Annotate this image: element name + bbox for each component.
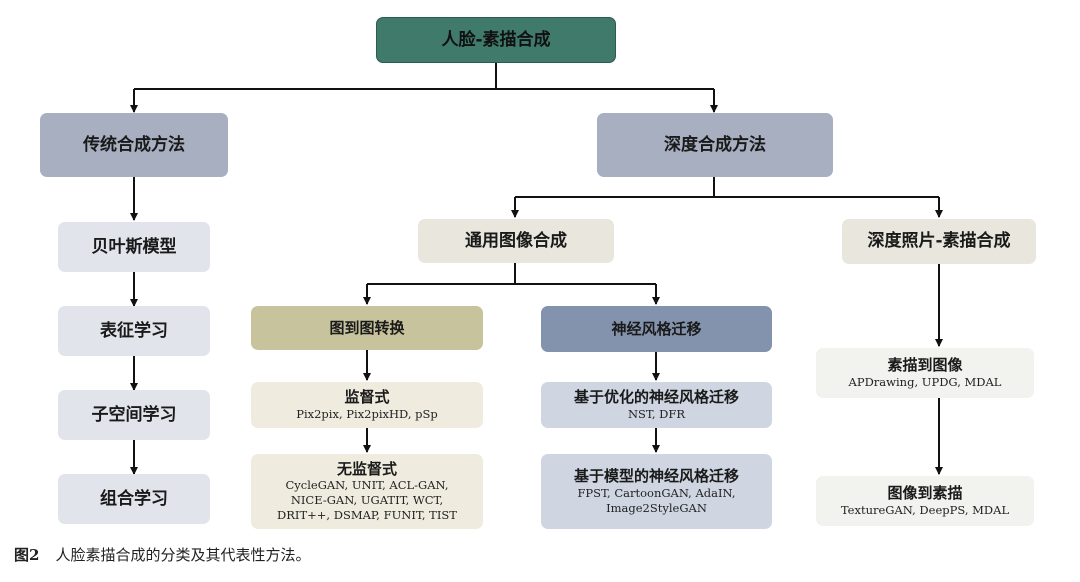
connector-general-split: [367, 263, 656, 285]
optimization-style-transfer-title: 基于优化的神经风格迁移: [573, 388, 739, 407]
traditional-item-label: 表征学习: [100, 320, 168, 341]
connector-deep-split: [515, 177, 939, 198]
traditional-item-combination: 组合学习: [58, 474, 210, 524]
traditional-item-label: 贝叶斯模型: [91, 236, 177, 257]
photo-sketch-synthesis-node: 深度照片-素描合成: [842, 219, 1036, 264]
general-synthesis-title: 通用图像合成: [465, 230, 567, 251]
general-synthesis-node: 通用图像合成: [418, 219, 614, 263]
photo-sketch-synthesis-title: 深度照片-素描合成: [867, 231, 1011, 252]
traditional-methods-node: 传统合成方法: [40, 113, 228, 177]
traditional-item-label: 子空间学习: [91, 404, 177, 425]
traditional-methods-title: 传统合成方法: [83, 134, 185, 155]
figure-number: 图2: [14, 546, 40, 564]
image-to-sketch-node: 图像到素描 TextureGAN, DeepPS, MDAL: [816, 476, 1034, 526]
image-to-sketch-methods: TextureGAN, DeepPS, MDAL: [840, 502, 1010, 517]
unsupervised-title: 无监督式: [336, 459, 397, 478]
deep-methods-title: 深度合成方法: [664, 134, 766, 155]
optimization-style-transfer-methods: NST, DFR: [627, 406, 686, 421]
model-style-transfer-node: 基于模型的神经风格迁移 FPST, CartoonGAN, AdaIN, Ima…: [541, 454, 772, 529]
unsupervised-methods-line: CycleGAN, UNIT, ACL-GAN,: [285, 478, 449, 493]
image-to-image-title: 图到图转换: [329, 318, 405, 337]
root-node: 人脸-素描合成: [376, 17, 616, 63]
supervised-node: 监督式 Pix2pix, Pix2pixHD, pSp: [251, 382, 483, 428]
sketch-to-image-node: 素描到图像 APDrawing, UPDG, MDAL: [816, 348, 1034, 398]
model-style-transfer-methods-line: FPST, CartoonGAN, AdaIN,: [577, 485, 736, 500]
connector-root-split: [134, 63, 714, 90]
sketch-to-image-methods: APDrawing, UPDG, MDAL: [848, 374, 1002, 389]
style-transfer-node: 神经风格迁移: [541, 306, 772, 352]
image-to-image-node: 图到图转换: [251, 306, 483, 350]
unsupervised-node: 无监督式 CycleGAN, UNIT, ACL-GAN, NICE-GAN, …: [251, 454, 483, 529]
sketch-to-image-title: 素描到图像: [887, 356, 963, 375]
optimization-style-transfer-node: 基于优化的神经风格迁移 NST, DFR: [541, 382, 772, 428]
figure-caption-text: 人脸素描合成的分类及其代表性方法。: [55, 546, 311, 564]
root-title: 人脸-素描合成: [441, 29, 551, 50]
image-to-sketch-title: 图像到素描: [887, 484, 963, 503]
traditional-item-label: 组合学习: [100, 488, 168, 509]
model-style-transfer-methods-line: Image2StyleGAN: [606, 500, 707, 515]
supervised-methods: Pix2pix, Pix2pixHD, pSp: [296, 406, 438, 421]
connector-lines: [130, 63, 943, 475]
traditional-item-representation: 表征学习: [58, 306, 210, 356]
traditional-item-bayes: 贝叶斯模型: [58, 222, 210, 272]
traditional-item-subspace: 子空间学习: [58, 390, 210, 440]
supervised-title: 监督式: [344, 388, 390, 407]
deep-methods-node: 深度合成方法: [597, 113, 833, 177]
unsupervised-methods-line: NICE-GAN, UGATIT, WCT,: [290, 493, 444, 508]
model-style-transfer-title: 基于模型的神经风格迁移: [573, 467, 739, 486]
figure-caption: 图2 人脸素描合成的分类及其代表性方法。: [14, 544, 310, 565]
style-transfer-title: 神经风格迁移: [611, 319, 702, 338]
unsupervised-methods-line: DRIT++, DSMAP, FUNIT, TIST: [277, 508, 457, 523]
